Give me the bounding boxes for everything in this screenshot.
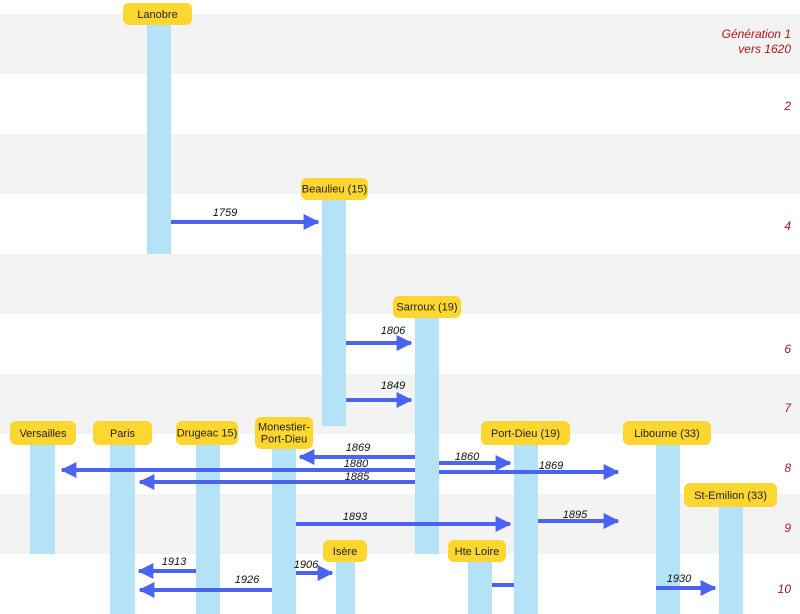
place-column-lanobre — [147, 24, 171, 254]
migration-year-beaulieu-to-sarroux-1806: 1806 — [381, 325, 406, 337]
place-label-sarroux: Sarroux (19) — [396, 302, 457, 314]
migration-year-monestier-to-paris-1926: 1926 — [235, 574, 260, 586]
generation-label-9: 9 — [784, 521, 791, 535]
generation-label-4: 4 — [784, 219, 791, 233]
place-column-drugeac — [196, 444, 220, 614]
migration-year-libourne-to-stemilion-1930: 1930 — [667, 573, 692, 585]
migration-year-monestier-to-isere-1906: 1906 — [294, 559, 319, 571]
place-label-drugeac: Drugeac 15) — [177, 428, 238, 440]
place-columns — [30, 24, 743, 614]
generation-label-10: 10 — [778, 582, 792, 596]
generation-label-8: 8 — [784, 461, 791, 475]
generation-label-7: 7 — [784, 401, 792, 415]
migration-year-monestier-to-portdieu-1893: 1893 — [343, 511, 368, 523]
place-box-monestier — [255, 417, 313, 449]
generation-label-6: 6 — [784, 342, 791, 356]
place-label-monestier-line1: Port-Dieu — [261, 434, 307, 446]
place-column-sarroux — [415, 318, 439, 554]
place-box-beaulieu — [301, 178, 368, 200]
generation-label-1-line1: vers 1620 — [738, 42, 791, 56]
place-column-paris — [110, 444, 135, 614]
place-label-isere: Isère — [333, 546, 357, 558]
place-box-isere — [323, 540, 367, 562]
migration-year-sarroux-to-monestier-1869: 1869 — [346, 442, 370, 454]
migration-year-sarroux-to-versailles-1880: 1880 — [344, 458, 369, 470]
place-box-portdieu — [481, 421, 570, 445]
migration-year-portdieu-to-libourne-1895: 1895 — [563, 509, 588, 521]
place-label-stemilion: St-Emilion (33) — [694, 490, 767, 502]
generation-label-1: Génération 1 — [722, 27, 791, 41]
migration-year-drugeac-to-paris-1913: 1913 — [162, 556, 187, 568]
place-column-hteloire — [468, 560, 492, 614]
place-column-libourne — [656, 444, 680, 614]
place-label-lanobre: Lanobre — [137, 9, 177, 21]
migration-arrows — [60, 214, 717, 598]
place-box-hteloire — [448, 540, 506, 562]
place-box-drugeac — [176, 421, 238, 445]
place-column-isere — [336, 560, 355, 614]
place-label-portdieu: Port-Dieu (19) — [491, 428, 560, 440]
generation-label-2: 2 — [783, 99, 791, 113]
place-label-monestier-line0: Monestier- — [258, 422, 310, 434]
migration-year-sarroux-to-paris-1885: 1885 — [345, 471, 370, 483]
place-box-sarroux — [393, 296, 461, 318]
place-box-versailles — [10, 421, 76, 445]
place-label-paris: Paris — [110, 428, 136, 440]
place-box-lanobre — [123, 3, 192, 25]
generation-band-1 — [0, 14, 800, 74]
place-column-beaulieu — [322, 200, 346, 426]
place-column-monestier — [272, 444, 296, 614]
place-column-stemilion — [719, 503, 743, 614]
migration-year-beaulieu-to-sarroux-1849: 1849 — [381, 380, 405, 392]
place-box-libourne — [623, 421, 711, 445]
generation-band-3 — [0, 134, 800, 194]
place-label-libourne: Libourne (33) — [634, 428, 699, 440]
migration-year-lanobre-to-beaulieu-1759: 1759 — [213, 207, 237, 219]
migration-year-sarroux-to-portdieu-1860: 1860 — [455, 451, 480, 463]
place-label-beaulieu: Beaulieu (15) — [302, 184, 367, 196]
place-label-versailles: Versailles — [19, 428, 67, 440]
migration-year-labels: 1759 1806 1849 1869 1860 1880 1869 1885 1893 1895… — [162, 207, 692, 586]
migration-year-sarroux-to-libourne-1869: 1869 — [539, 460, 563, 472]
place-box-paris — [93, 421, 152, 445]
place-column-versailles — [30, 444, 55, 554]
place-column-portdieu — [514, 444, 538, 614]
place-label-hteloire: Hte Loire — [455, 546, 500, 558]
place-box-stemilion — [684, 483, 777, 507]
